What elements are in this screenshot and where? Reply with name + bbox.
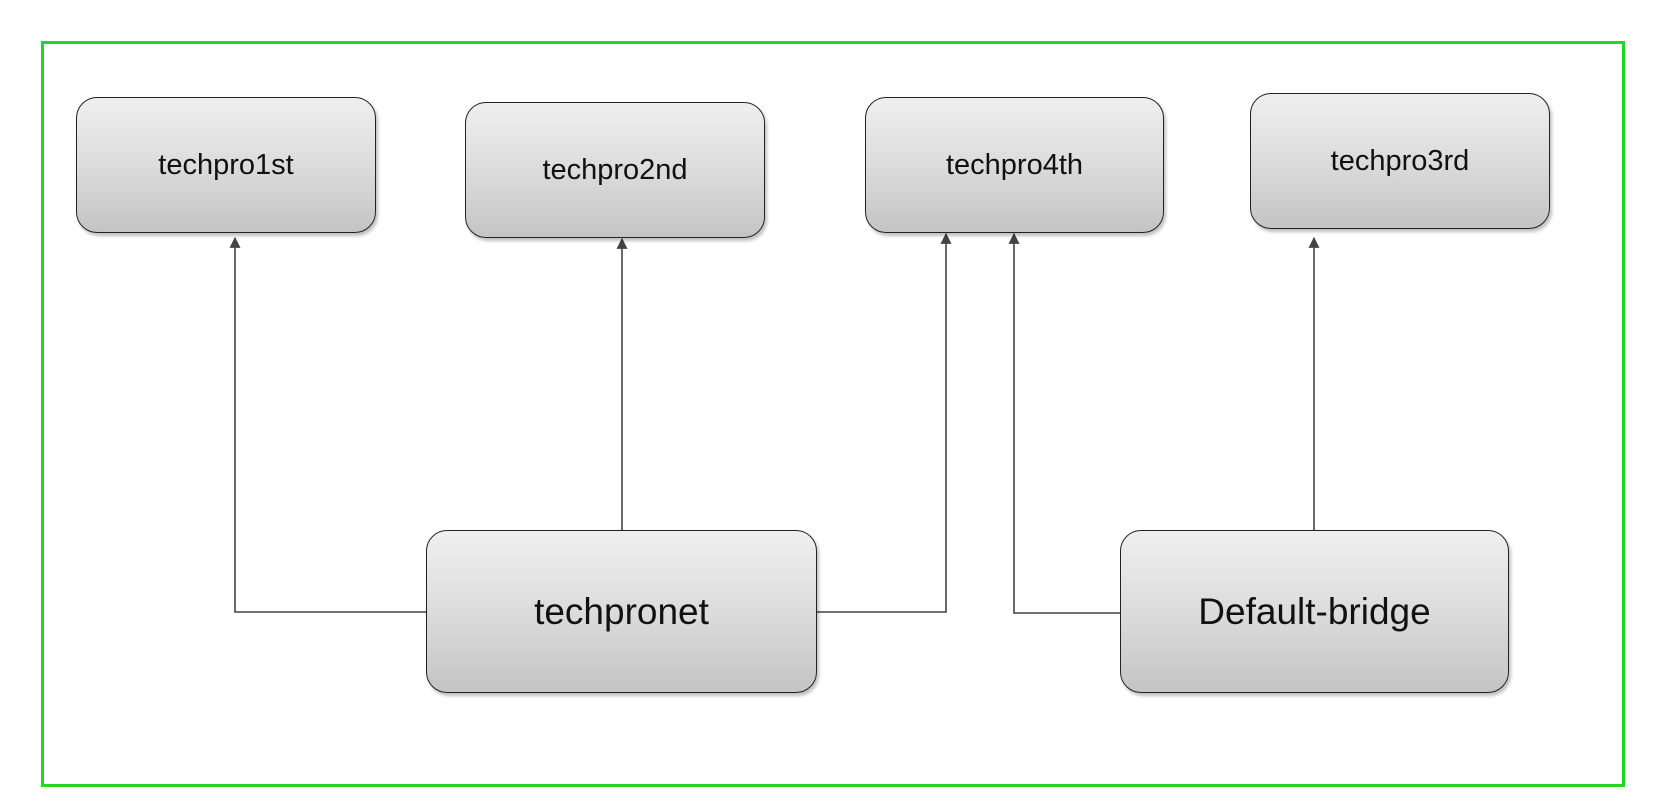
node-label: techpro2nd: [542, 153, 688, 186]
edge-default-bridge-to-techpro4th: [1008, 232, 1120, 614]
edge-techpronet-to-techpro1st: [229, 236, 426, 613]
node-label: Default-bridge: [1198, 590, 1431, 632]
node-default-bridge: Default-bridge: [1120, 530, 1509, 693]
node-techpronet: techpronet: [426, 530, 817, 693]
node-label: techpro4th: [945, 148, 1084, 181]
node-techpro1st: techpro1st: [76, 97, 376, 233]
node-label: techpronet: [534, 590, 709, 632]
node-techpro2nd: techpro2nd: [465, 102, 765, 238]
node-label: techpro1st: [158, 148, 294, 181]
edge-techpronet-to-techpro4th: [817, 232, 952, 613]
node-label: techpro3rd: [1330, 144, 1470, 177]
node-techpro3rd: techpro3rd: [1250, 93, 1550, 229]
node-techpro4th: techpro4th: [865, 97, 1164, 233]
diagram-frame: [41, 41, 1625, 787]
